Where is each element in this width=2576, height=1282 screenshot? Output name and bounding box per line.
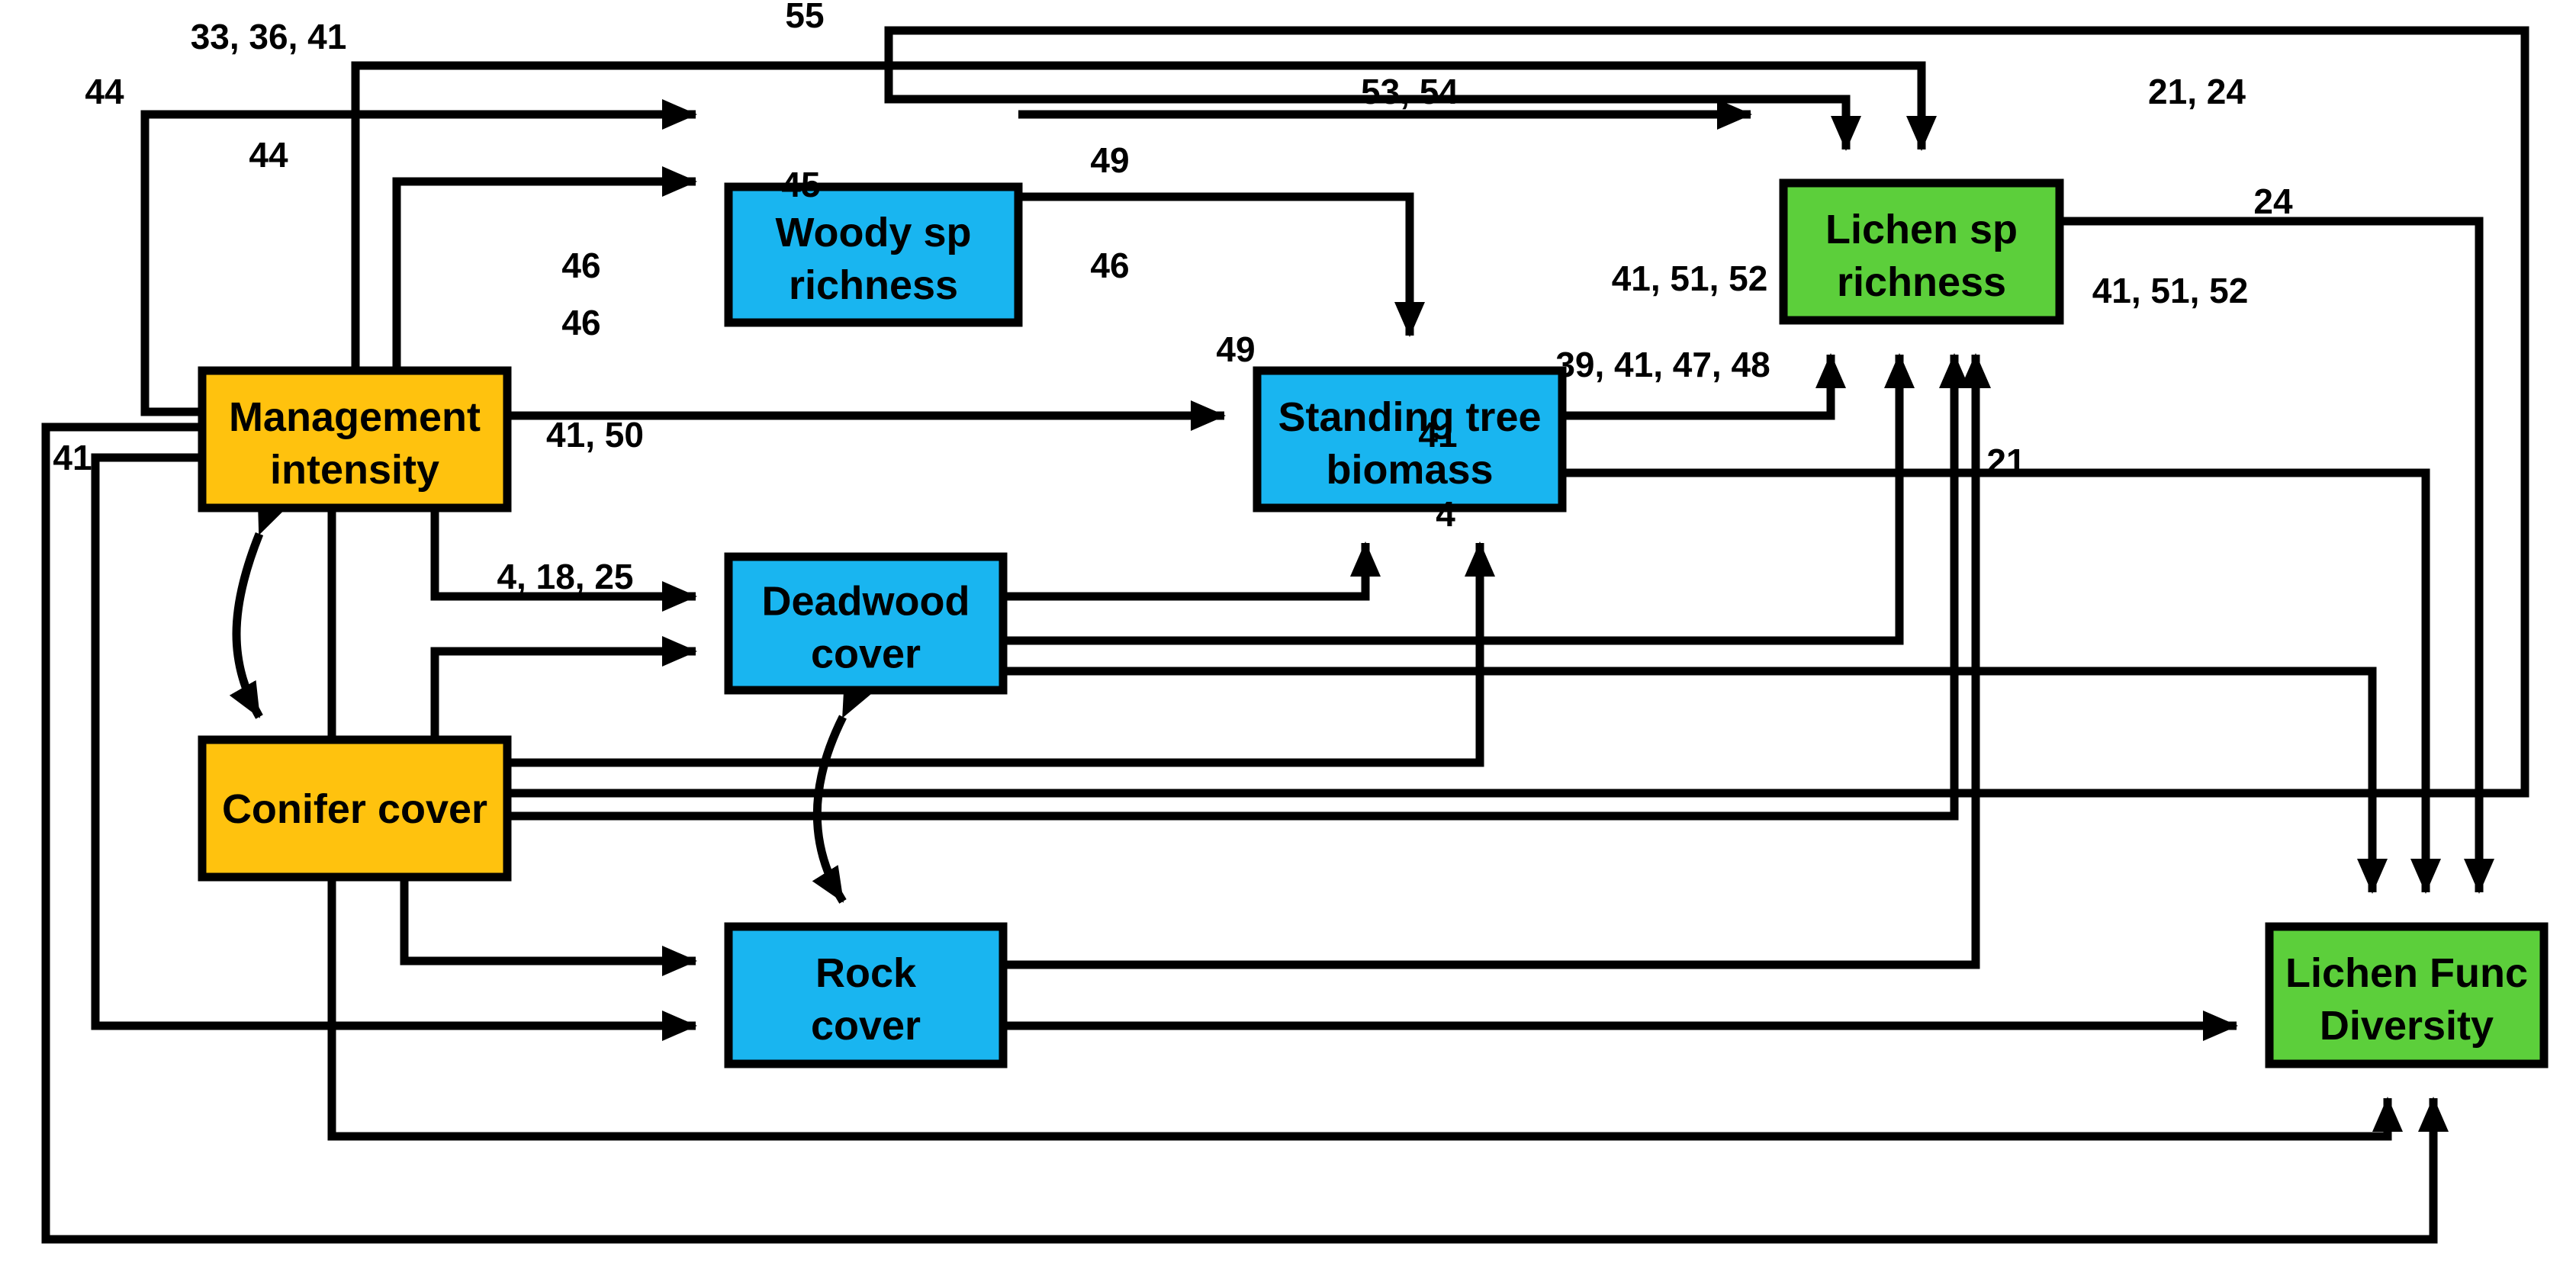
edge-label-41-51-52-b: 41, 51, 52 xyxy=(2092,271,2249,310)
edge-label-4-18-25: 4, 18, 25 xyxy=(497,557,633,596)
node-label-woody-sp-richness-line1: Woody sp xyxy=(775,210,971,255)
node-lichen-sp-richness[interactable]: Lichen sp richness xyxy=(1779,178,2064,325)
edge-management-to-lichen-sp-33-36-41 xyxy=(351,61,1937,371)
node-label-lichen-func-diversity-line2: Diversity xyxy=(2320,1003,2494,1049)
edge-management-to-rock-41 xyxy=(91,453,697,1041)
edge-conifer-to-lichen-sp-55 xyxy=(507,26,2529,798)
node-label-woody-sp-richness-line2: richness xyxy=(789,262,958,308)
edge-label-44-lower: 44 xyxy=(249,135,288,175)
node-label-lichen-sp-richness-line2: richness xyxy=(1837,259,2006,305)
edge-label-53-54: 53, 54 xyxy=(1361,72,1458,111)
node-management-intensity[interactable]: Management intensity xyxy=(198,366,512,512)
nodes-layer: Management intensity Conifer cover Woody… xyxy=(198,178,2549,1068)
node-rock-cover[interactable]: Rock cover xyxy=(724,922,1008,1068)
edge-label-21: 21 xyxy=(1986,442,2025,481)
edge-biomass-to-func-24 xyxy=(1562,468,2441,894)
node-conifer-cover[interactable]: Conifer cover xyxy=(198,735,512,882)
edge-label-46-bottom: 46 xyxy=(561,303,600,342)
edge-management-to-woody-44-b xyxy=(392,166,697,371)
edge-rock-to-lichen-sp-41 xyxy=(1003,353,1991,969)
node-label-standing-tree-biomass-line2: biomass xyxy=(1326,447,1493,493)
edge-management-to-func-4-18-25 xyxy=(41,423,2449,1244)
edge-label-49-bottom: 49 xyxy=(1216,329,1255,369)
edge-label-49-top: 49 xyxy=(1090,140,1129,180)
edge-label-24: 24 xyxy=(2253,182,2293,221)
edge-management-to-deadwood-46 xyxy=(430,508,697,612)
edge-conifer-to-deadwood-46 xyxy=(430,636,697,740)
edge-label-41-left: 41 xyxy=(53,438,92,477)
edge-management-conifer-bidirectional xyxy=(229,496,286,719)
node-label-lichen-sp-richness-line1: Lichen sp xyxy=(1825,207,2018,252)
edge-management-to-func-4 xyxy=(327,508,2403,1141)
node-label-lichen-func-diversity-line1: Lichen Func xyxy=(2285,950,2528,996)
edges-layer xyxy=(41,26,2529,1244)
edge-label-45: 45 xyxy=(781,165,820,204)
edge-lichen-sp-to-func-21-24 xyxy=(2060,217,2494,894)
edge-management-to-woody-44-a xyxy=(140,99,697,416)
edge-deadwood-to-func-41-51-52 xyxy=(1003,667,2388,894)
node-woody-sp-richness[interactable]: Woody sp richness xyxy=(724,182,1023,327)
node-label-standing-tree-biomass-line1: Standing tree xyxy=(1278,394,1541,440)
edge-woody-to-biomass-49 xyxy=(1018,192,1425,337)
edge-label-44-top: 44 xyxy=(85,72,124,111)
node-deadwood-cover[interactable]: Deadwood cover xyxy=(724,552,1008,695)
edge-label-46-mid: 46 xyxy=(1090,246,1129,285)
node-label-rock-cover-line2: cover xyxy=(811,1003,921,1049)
edge-label-4: 4 xyxy=(1436,494,1455,534)
edge-label-46-top: 46 xyxy=(561,246,600,285)
node-label-management-intensity-line2: intensity xyxy=(270,447,439,493)
edge-deadwood-to-lichen-sp-41-51-52 xyxy=(1003,353,1915,645)
edge-conifer-to-rock-41-50 xyxy=(400,877,697,976)
edge-label-41-rock: 41 xyxy=(1418,415,1457,455)
edge-deadwood-rock-bidirectional xyxy=(812,680,872,904)
edge-label-21-24: 21, 24 xyxy=(2148,72,2246,111)
edge-conifer-to-lichen-sp-39-41-47-48 xyxy=(507,353,1970,821)
node-label-deadwood-cover-line1: Deadwood xyxy=(761,579,970,625)
node-standing-tree-biomass[interactable]: Standing tree biomass xyxy=(1253,366,1567,512)
node-lichen-func-diversity[interactable]: Lichen Func Diversity xyxy=(2265,922,2549,1068)
edge-label-39-41-47-48: 39, 41, 47, 48 xyxy=(1555,345,1770,384)
node-label-deadwood-cover-line2: cover xyxy=(811,631,921,677)
edge-biomass-to-lichen-sp xyxy=(1562,353,1846,420)
edge-labels-layer: 33, 36, 41 55 44 53, 54 21, 24 44 49 45 … xyxy=(53,0,2293,596)
edge-deadwood-to-biomass-46 xyxy=(1003,541,1381,601)
edge-label-41-51-52-a: 41, 51, 52 xyxy=(1612,259,1768,298)
edge-label-55: 55 xyxy=(785,0,824,35)
edge-label-33-36-41: 33, 36, 41 xyxy=(191,17,347,56)
node-label-rock-cover-line1: Rock xyxy=(815,950,917,996)
node-label-management-intensity-line1: Management xyxy=(229,394,481,440)
node-label-conifer-cover-line1: Conifer cover xyxy=(222,786,487,832)
edge-label-41-50: 41, 50 xyxy=(546,415,644,455)
